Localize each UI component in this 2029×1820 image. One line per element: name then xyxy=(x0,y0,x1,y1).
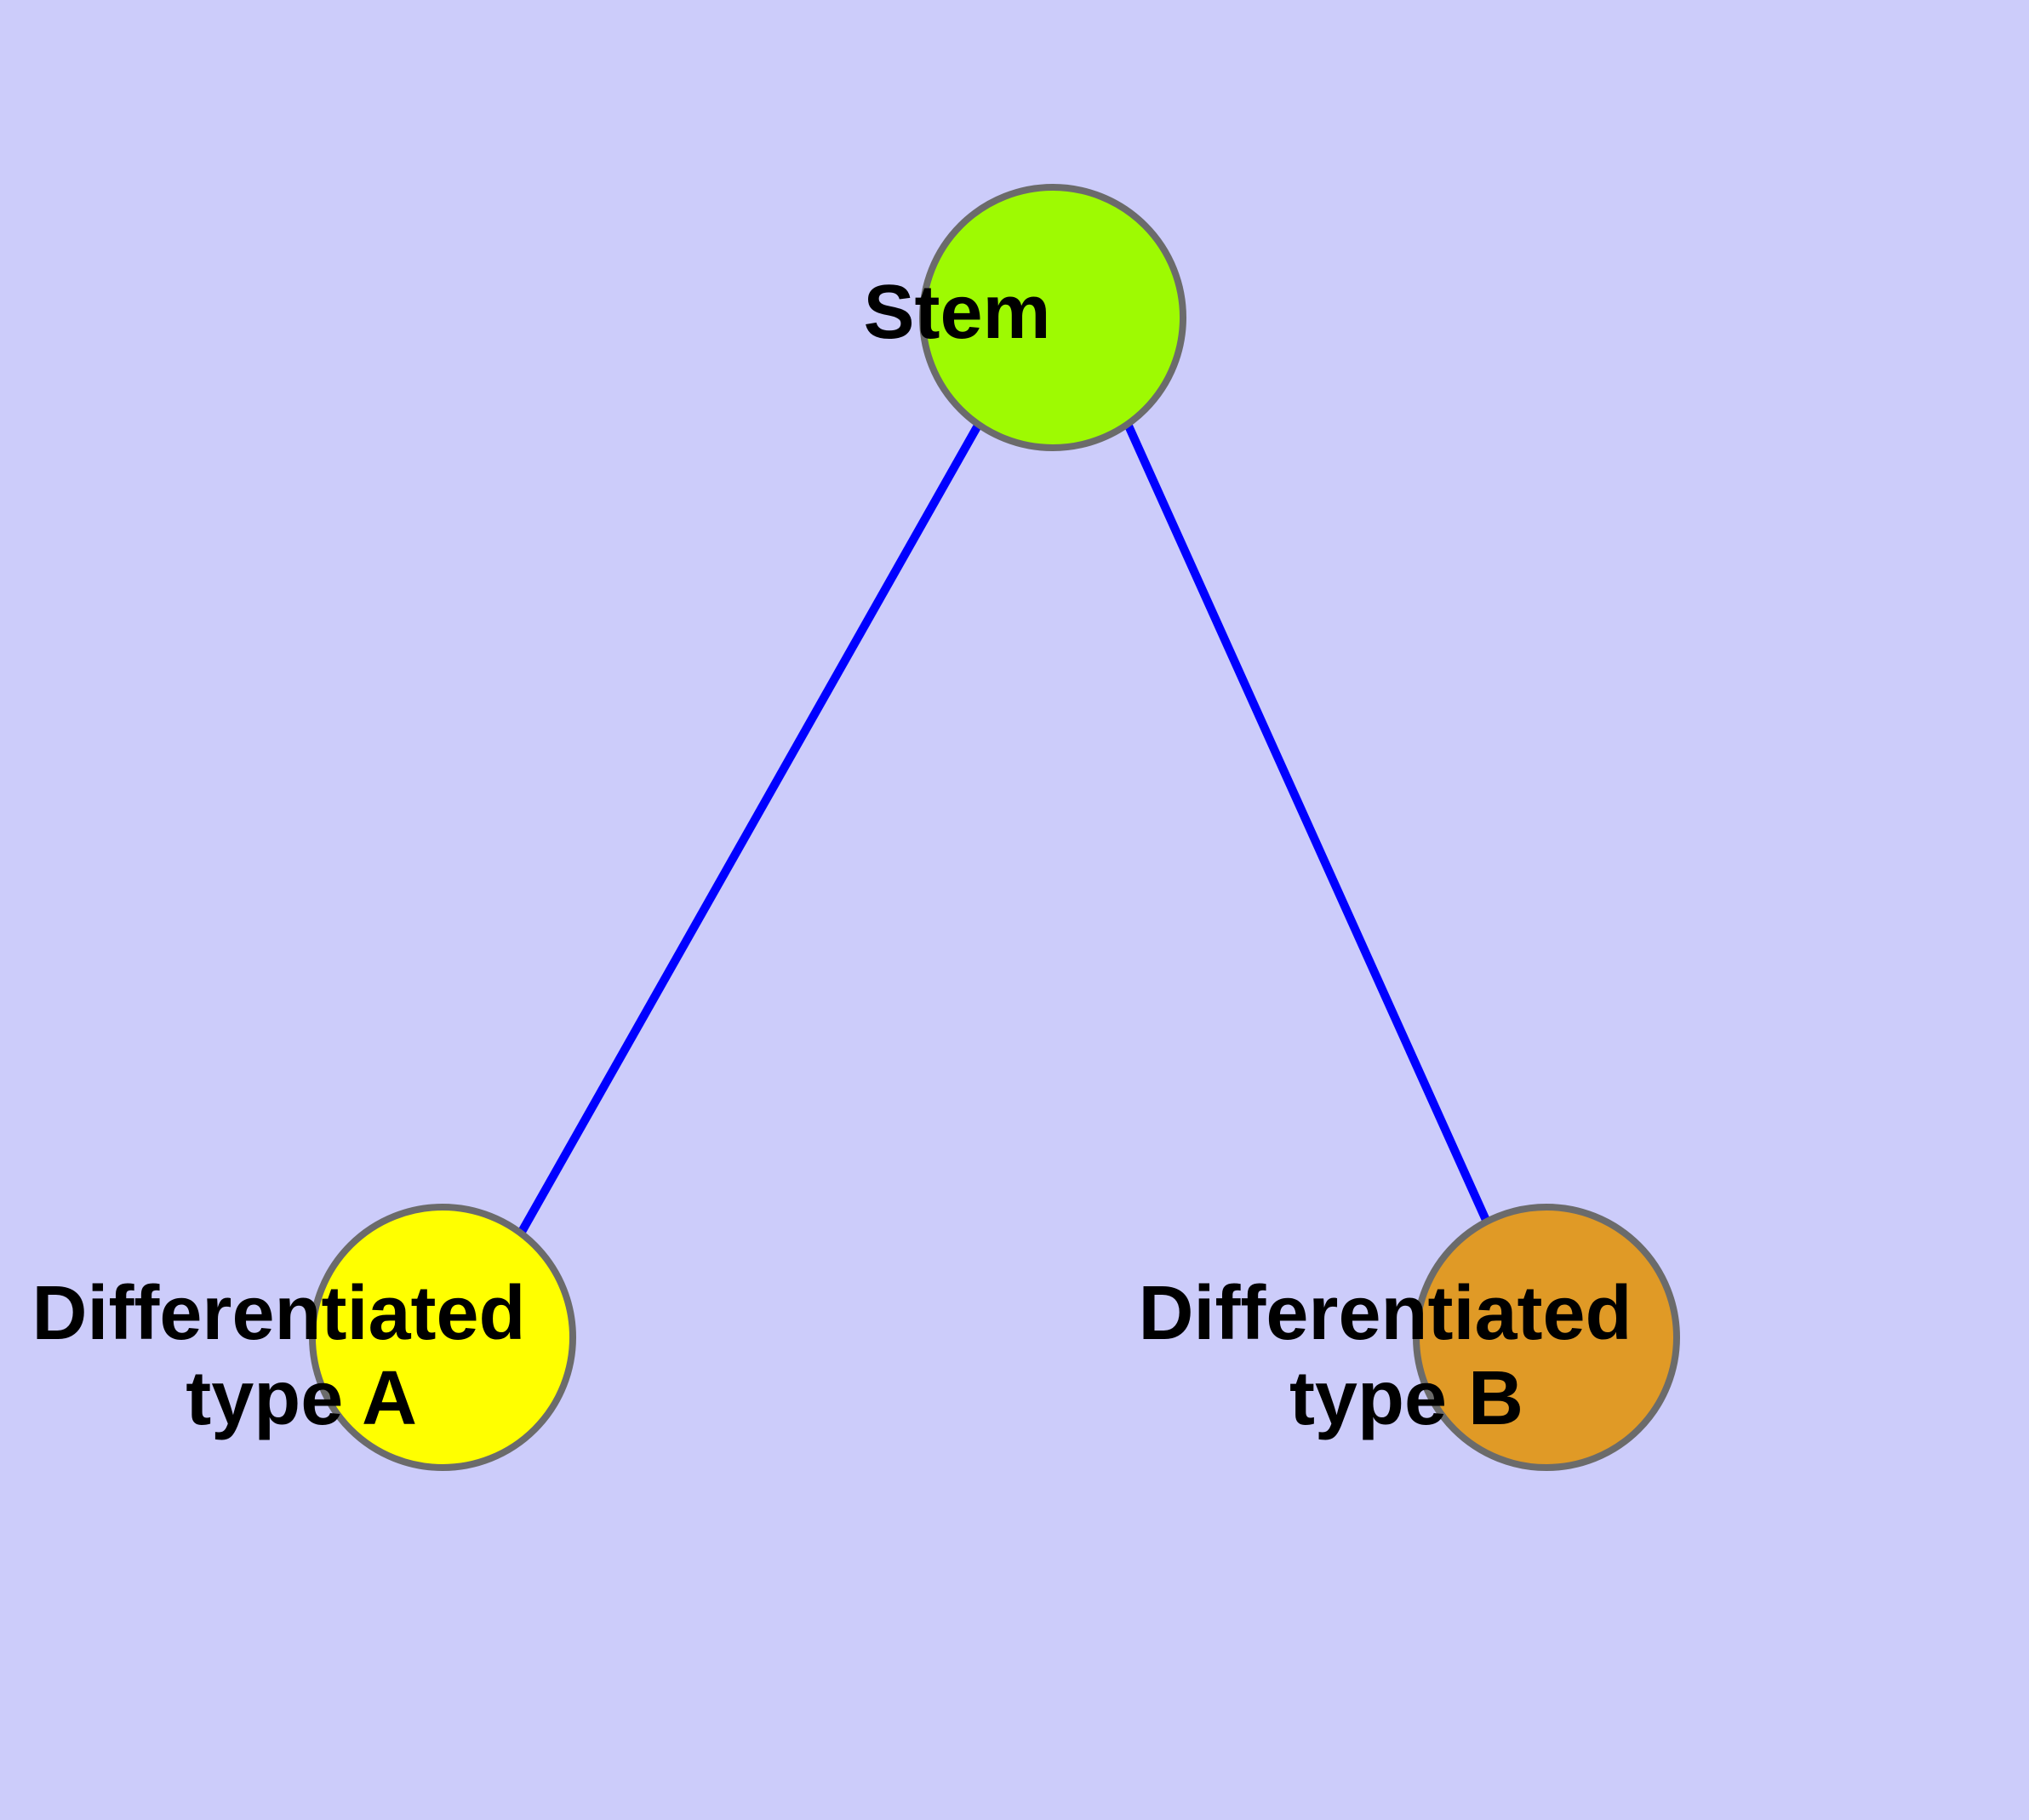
node-stem-label-line1: Stem xyxy=(863,270,1050,355)
node-differentiated-type-b-label-line2: type B xyxy=(1289,1356,1523,1441)
edge-stem-to-differentiated-type-b[interactable] xyxy=(1123,421,1493,1228)
node-differentiated-type-b-circle[interactable] xyxy=(1413,1204,1680,1471)
node-differentiated-type-a-label-line2: type A xyxy=(186,1356,415,1441)
edge-group xyxy=(517,421,1493,1234)
node-stem[interactable]: Stem xyxy=(863,184,1242,451)
node-stem-label: Stem xyxy=(863,270,1242,355)
node-differentiated-type-a-label-line1: Differentiated xyxy=(31,1271,525,1356)
node-differentiated-type-a-label: Differentiated type A xyxy=(31,1271,717,1441)
node-stem-circle[interactable] xyxy=(919,184,1186,451)
node-group: Stem Differentiated type A Differentiate… xyxy=(31,184,1823,1471)
node-differentiated-type-a[interactable] xyxy=(309,1204,576,1471)
edge-stem-to-differentiated-type-a[interactable] xyxy=(517,421,983,1234)
node-differentiated-type-a-circle[interactable] xyxy=(309,1204,576,1471)
node-differentiated-type-b[interactable] xyxy=(1413,1204,1680,1471)
node-differentiated-type-b-label: Differentiated type B xyxy=(1138,1271,1823,1441)
node-differentiated-type-b-label-line1: Differentiated xyxy=(1138,1271,1632,1356)
